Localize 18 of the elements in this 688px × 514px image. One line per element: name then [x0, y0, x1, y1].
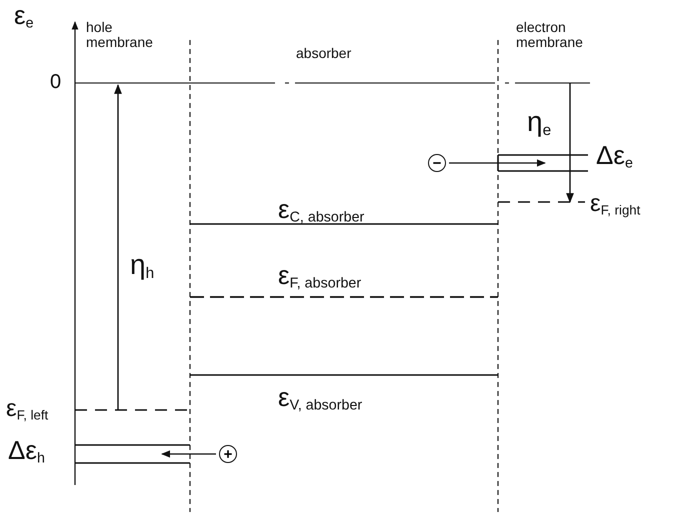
energy-label: ε$_{F, right}$ [590, 191, 640, 218]
region-label: electron membrane [516, 20, 584, 50]
axis-label: ε$_{e}$ [14, 2, 34, 32]
energy-label: ε$_{C, absorber}$ [278, 196, 364, 226]
energy-label: η$_{h}$ [130, 250, 154, 282]
energy-label: ε$_{V, absorber}$ [278, 384, 362, 414]
region-label: absorber [296, 46, 352, 61]
charge-symbol: + [219, 445, 237, 463]
arrow [449, 159, 546, 167]
energy-label: ε$_{F, left}$ [6, 396, 48, 422]
energy-label: Δε$_{h}$ [8, 437, 45, 467]
axis-tick-label: 0 [50, 72, 62, 93]
region-label: hole membrane [86, 20, 154, 50]
energy-label: Δε$_{e}$ [596, 142, 633, 172]
energy-label: η$_{e}$ [527, 107, 552, 140]
energy-label: ε$_{F, absorber}$ [278, 262, 362, 292]
arrow [161, 450, 216, 458]
charge-symbol: − [428, 154, 446, 172]
